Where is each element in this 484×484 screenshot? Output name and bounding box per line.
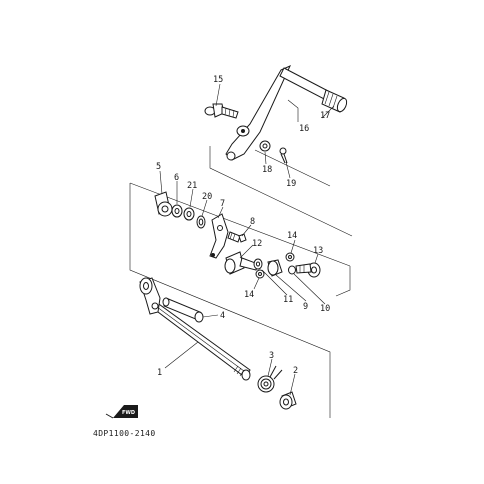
callout-7: 7 [220,199,225,209]
rubber-peg [321,89,348,113]
callout-9: 9 [303,302,308,312]
callout-4: 4 [220,311,225,321]
callout-14-lower: 14 [244,290,254,300]
callout-19: 19 [286,179,296,189]
group-frames [129,146,353,418]
callout-13: 13 [313,246,323,256]
washer-18 [259,140,271,152]
nut-14-lower [255,269,265,279]
callout-17: 17 [320,111,330,121]
washer-21 [183,207,195,221]
circlip-20 [196,215,206,229]
rod-end-12 [224,251,259,275]
callout-3: 3 [269,351,274,361]
callout-10: 10 [320,304,330,314]
forward-direction-tag: FWD [105,405,138,419]
nut-10 [288,265,296,275]
pedal-bolt [204,103,239,119]
callout-6: 6 [174,173,179,183]
callout-21: 21 [187,181,197,191]
leader-lines [159,83,335,396]
callout-2: 2 [293,366,298,376]
shift-shaft-assembly [139,277,297,410]
shift-pedal-assembly [204,65,348,164]
bolt-4 [194,311,204,323]
callouts: 15 16 17 18 19 5 6 21 20 7 8 12 14 13 14… [156,75,330,378]
callout-14-upper: 14 [287,231,297,241]
linkage-group [154,191,321,279]
torsion-spring-3 [257,365,283,393]
callout-20: 20 [202,192,212,202]
rod-end-9 [267,259,283,277]
callout-8: 8 [250,217,255,227]
bolt-8 [227,231,247,243]
callout-16: 16 [299,124,309,134]
cotter-pin-19 [279,147,288,164]
collar-2 [279,391,297,410]
nut-14-upper [285,252,295,262]
callout-12: 12 [252,239,262,249]
callout-11: 11 [283,295,293,305]
callout-15: 15 [213,75,223,85]
nut-11 [253,258,263,270]
shift-lever-7 [209,213,229,259]
washer-6 [171,204,183,218]
drawing-code: 4DP1100-2140 [93,429,156,438]
fwd-label: FWD [122,410,135,416]
bolt-13 [295,262,321,278]
callout-5: 5 [156,162,161,172]
callout-18: 18 [262,165,272,175]
callout-1: 1 [157,368,162,378]
collar-5 [154,191,173,217]
